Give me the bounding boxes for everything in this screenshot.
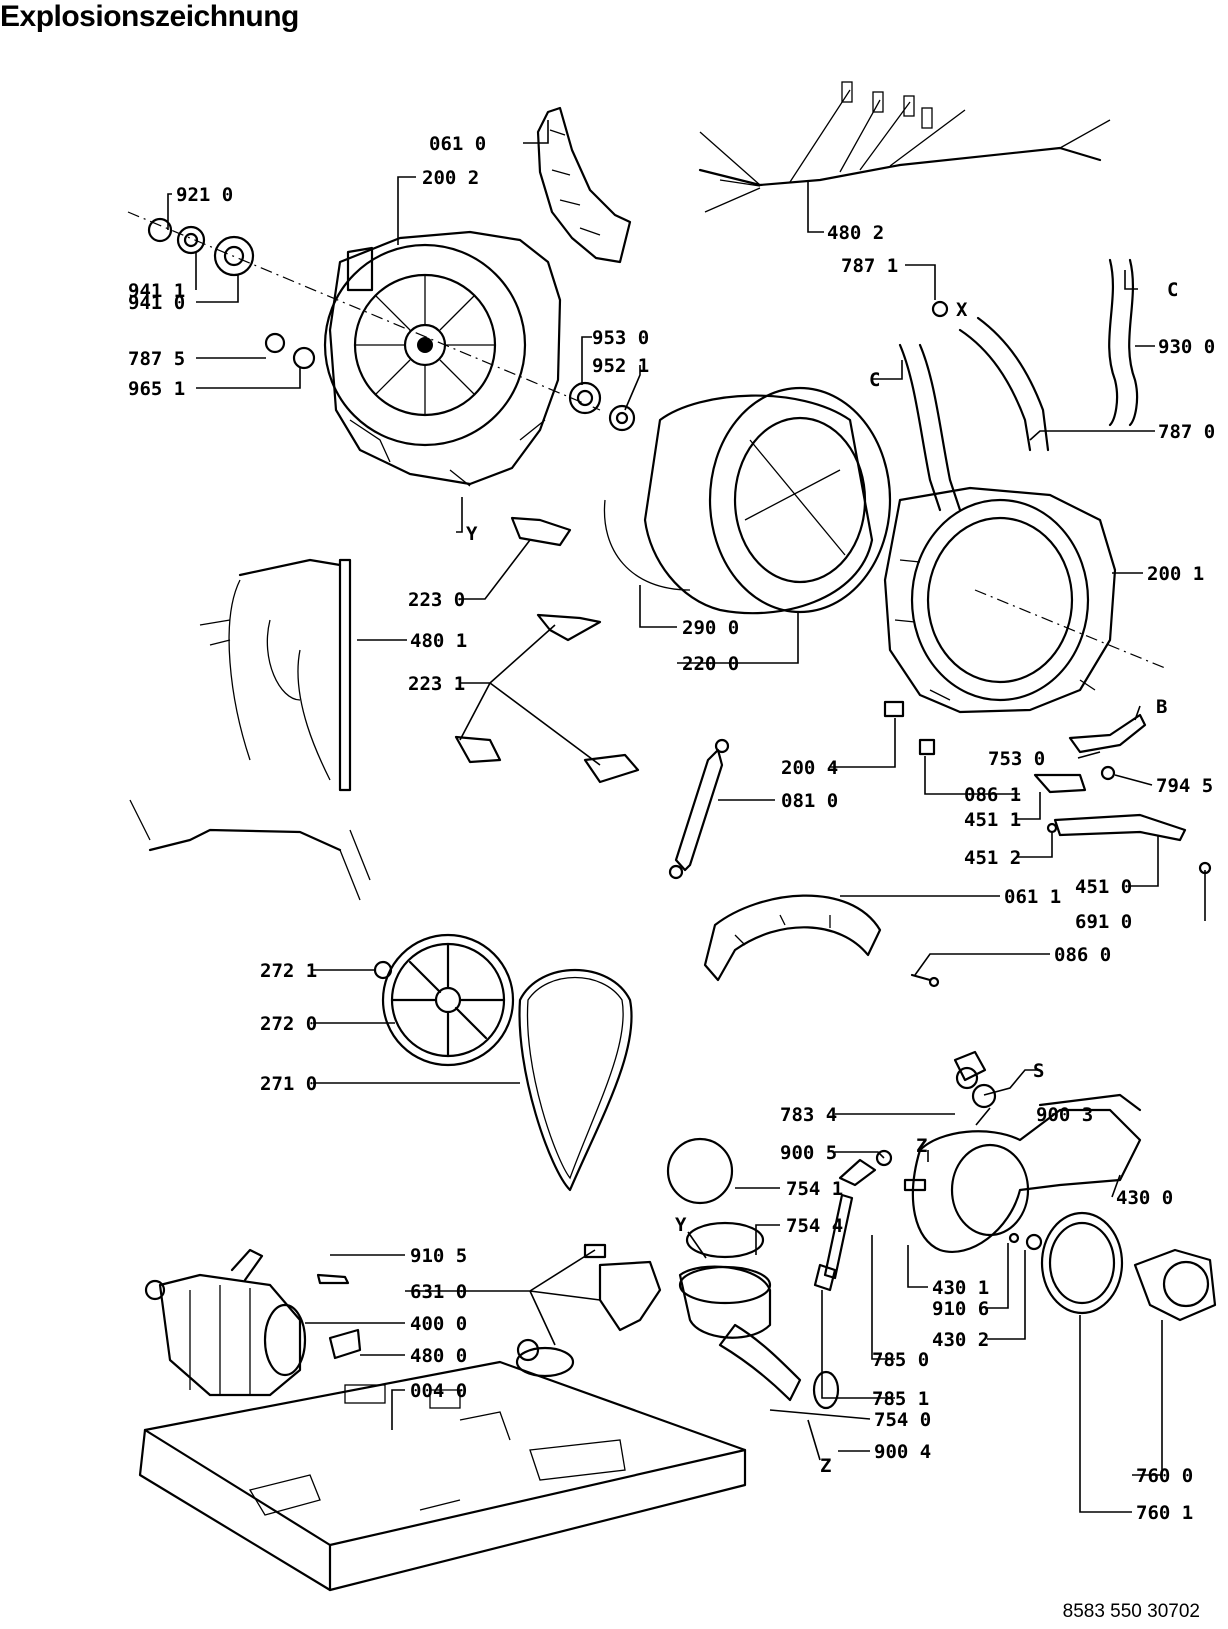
label-400-0: 400 0	[410, 1313, 467, 1335]
label-290-0: 290 0	[682, 617, 739, 639]
counterweight-upper	[536, 106, 632, 264]
label-952-1: 952 1	[592, 355, 649, 377]
label-783-4: 783 4	[780, 1104, 837, 1126]
label-754-0: 754 0	[874, 1409, 931, 1431]
label-271-0: 271 0	[260, 1073, 317, 1095]
wiring-harness-left	[129, 558, 371, 901]
label-081-0: 081 0	[781, 790, 838, 812]
label-430-1: 430 1	[932, 1277, 989, 1299]
label-965-1: 965 1	[128, 378, 185, 400]
label-785-0: 785 0	[872, 1349, 929, 1371]
label-061-1: 061 1	[1004, 886, 1061, 908]
label-760-1: 760 1	[1136, 1502, 1193, 1524]
label-930-0: 930 0	[1158, 336, 1215, 358]
label-760-0: 760 0	[1136, 1465, 1193, 1487]
pulley-and-belt	[373, 933, 633, 1192]
label-272-0: 272 0	[260, 1013, 317, 1035]
label-z-upper: Z	[916, 1135, 927, 1157]
label-941-1: 941 1	[128, 280, 185, 302]
document-code: 8583 550 30702	[1062, 1601, 1200, 1622]
label-787-5: 787 5	[128, 348, 185, 370]
label-200-4: 200 4	[781, 757, 838, 779]
leader-lines	[167, 120, 1206, 1513]
label-900-5: 900 5	[780, 1142, 837, 1164]
bearing-set	[147, 217, 636, 432]
label-430-2: 430 2	[932, 1329, 989, 1351]
label-223-0: 223 0	[408, 589, 465, 611]
label-b: B	[1156, 696, 1167, 718]
label-272-1: 272 1	[260, 960, 317, 982]
label-754-4: 754 4	[786, 1215, 843, 1237]
motor-part	[144, 1248, 362, 1397]
label-787-0: 787 0	[1158, 421, 1215, 443]
label-631-0: 631 0	[410, 1281, 467, 1303]
label-480-0: 480 0	[410, 1345, 467, 1367]
rear-tub-part	[323, 230, 562, 487]
label-200-2: 200 2	[422, 167, 479, 189]
hoses-upper-right	[898, 258, 1139, 512]
label-c-lower: C	[869, 369, 880, 391]
label-910-6: 910 6	[932, 1298, 989, 1320]
label-z-lower: Z	[820, 1455, 831, 1477]
label-451-1: 451 1	[964, 809, 1021, 831]
label-x: X	[956, 299, 968, 321]
label-223-1: 223 1	[408, 673, 465, 695]
label-086-0: 086 0	[1054, 944, 1111, 966]
label-430-0: 430 0	[1116, 1187, 1173, 1209]
label-691-0: 691 0	[1075, 911, 1132, 933]
label-480-2: 480 2	[827, 222, 884, 244]
label-941-0: 941 0	[128, 292, 185, 314]
label-921-0: 921 0	[176, 184, 233, 206]
label-787-1: 787 1	[841, 255, 898, 277]
label-753-0: 753 0	[988, 748, 1045, 770]
label-061-0: 061 0	[429, 133, 486, 155]
label-220-0: 220 0	[682, 653, 739, 675]
label-900-3: 900 3	[1036, 1104, 1093, 1126]
label-s: S	[1033, 1060, 1044, 1082]
label-785-1: 785 1	[872, 1388, 929, 1410]
label-451-0: 451 0	[1075, 876, 1132, 898]
label-480-1: 480 1	[410, 630, 467, 652]
label-900-4: 900 4	[874, 1441, 931, 1463]
label-004-0: 004 0	[410, 1380, 467, 1402]
small-parts-right	[883, 700, 1212, 875]
front-tub-part	[883, 486, 1117, 714]
base-frame	[138, 1360, 747, 1592]
brackets	[454, 516, 640, 784]
label-y-lower: Y	[675, 1214, 687, 1236]
label-200-1: 200 1	[1147, 563, 1204, 585]
label-794-5: 794 5	[1156, 775, 1213, 797]
drain-pump-assembly	[666, 1050, 1217, 1410]
axis-line-rear	[127, 211, 601, 411]
shock-absorber	[668, 738, 730, 880]
drum-part	[603, 386, 892, 615]
label-086-1: 086 1	[964, 784, 1021, 806]
label-910-5: 910 5	[410, 1245, 467, 1267]
part-labels: 061 0 200 2 921 0 941 1 941 0 787 5 965 …	[128, 133, 1215, 1524]
label-c-upper: C	[1167, 279, 1178, 301]
label-451-2: 451 2	[964, 847, 1021, 869]
label-754-1: 754 1	[786, 1178, 843, 1200]
wiring-harness-top	[698, 81, 1111, 213]
label-953-0: 953 0	[592, 327, 649, 349]
label-y-upper: Y	[466, 523, 478, 545]
axis-line-front	[974, 589, 1166, 669]
counterweight-lower	[703, 894, 940, 988]
page-title: Explosionszeichnung	[0, 0, 299, 33]
